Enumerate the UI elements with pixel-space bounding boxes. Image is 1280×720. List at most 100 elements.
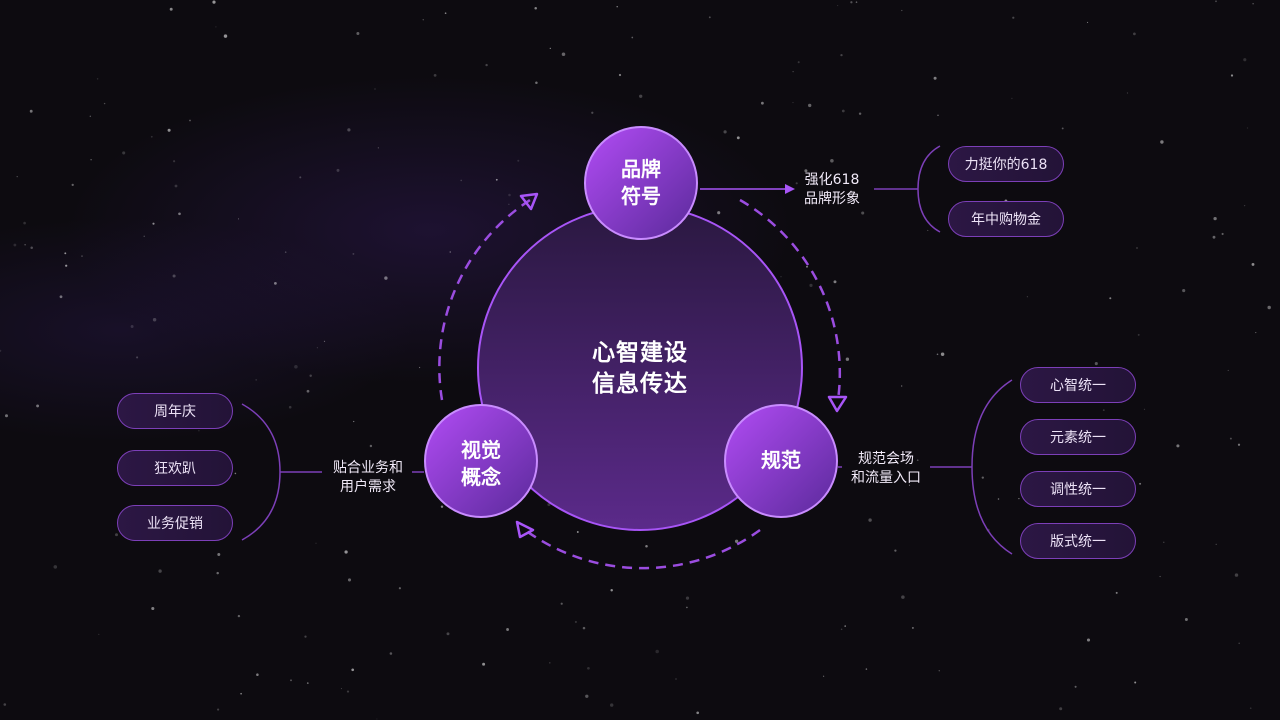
star-dot	[369, 444, 373, 448]
star-dot	[440, 505, 444, 508]
pill-left-1: 周年庆	[117, 393, 233, 429]
star-dot	[215, 26, 217, 28]
star-dot	[734, 539, 739, 543]
star-dot	[433, 74, 437, 77]
star-dot	[1139, 482, 1142, 485]
star-dot	[299, 176, 302, 179]
star-dot	[255, 378, 258, 381]
pill-right-2: 元素统一	[1020, 419, 1136, 455]
connector-right-line-2: 和流量入口	[851, 470, 921, 486]
star-dot	[549, 662, 551, 664]
star-dot	[1163, 541, 1165, 543]
star-dot	[1160, 140, 1164, 144]
connector-top-line-2: 品牌形象	[804, 191, 860, 207]
star-dot	[23, 221, 26, 225]
star-dot	[675, 678, 677, 680]
star-dot	[81, 255, 83, 257]
star-dot	[840, 628, 843, 631]
star-dot	[36, 404, 40, 408]
star-dot	[3, 703, 7, 706]
connector-right-text: 规范会场 和流量入口	[840, 450, 932, 488]
star-dot	[1087, 21, 1089, 23]
star-dot	[795, 182, 798, 185]
star-dot	[223, 34, 228, 38]
star-dot	[1011, 97, 1013, 100]
star-dot	[217, 708, 220, 711]
star-dot	[804, 169, 808, 173]
pill-left-2: 狂欢趴	[117, 450, 233, 486]
star-dot	[1134, 681, 1137, 684]
star-dot	[234, 472, 237, 475]
node-right-line-1: 规范	[761, 448, 801, 472]
pill-right-3: 调性统一	[1020, 471, 1136, 507]
star-dot	[353, 420, 355, 423]
star-dot	[449, 251, 451, 253]
star-dot	[508, 193, 511, 197]
node-top-line-2: 符号	[621, 184, 661, 208]
star-dot	[933, 76, 937, 80]
star-dot	[1137, 333, 1140, 336]
center-label: 心智建设 信息传达	[560, 338, 720, 400]
star-dot	[610, 589, 613, 592]
star-dot	[809, 283, 813, 287]
star-dot	[591, 111, 594, 114]
star-dot	[347, 578, 352, 582]
star-dot	[152, 222, 155, 225]
star-dot	[103, 102, 106, 105]
star-dot	[376, 718, 378, 720]
connector-left-text: 贴合业务和 用户需求	[322, 459, 414, 497]
star-dot	[792, 70, 794, 73]
star-dot	[797, 61, 800, 64]
star-dot	[1143, 408, 1146, 410]
star-dot	[806, 265, 808, 268]
cycle-arrow-top-to-right	[739, 198, 842, 401]
star-dot	[323, 340, 326, 343]
star-dot	[1182, 289, 1186, 293]
star-dot	[316, 347, 318, 349]
star-dot	[398, 587, 401, 590]
star-dot	[517, 159, 520, 162]
star-dot	[1094, 362, 1098, 366]
star-dot	[981, 476, 984, 479]
node-right-label: 规范	[741, 447, 821, 474]
star-dot	[940, 352, 945, 356]
star-dot	[1221, 232, 1224, 236]
star-dot	[894, 549, 897, 552]
pill-top-1: 力挺你的618	[948, 146, 1064, 182]
star-dot	[561, 52, 566, 57]
node-top-line-1: 品牌	[621, 157, 661, 181]
connector-left-line-2: 用户需求	[340, 479, 396, 495]
star-dot	[1234, 573, 1239, 577]
star-dot	[90, 159, 92, 161]
star-dot	[549, 47, 551, 50]
star-dot	[143, 235, 145, 237]
star-dot	[574, 620, 577, 624]
star-dot	[1136, 247, 1138, 249]
star-dot	[830, 159, 834, 163]
star-dot	[587, 666, 590, 670]
star-dot	[460, 179, 463, 182]
pill-top-2: 年中购物金	[948, 201, 1064, 237]
connector-left-line-1: 贴合业务和	[333, 460, 403, 476]
star-dot	[723, 130, 727, 134]
pill-left-3: 业务促销	[117, 505, 233, 541]
star-dot	[352, 252, 355, 255]
star-dot	[837, 5, 839, 7]
connector-top-line-1: 强化618	[804, 172, 860, 188]
star-dot	[927, 229, 929, 231]
star-dot	[24, 244, 26, 246]
star-dot	[616, 5, 618, 8]
star-dot	[446, 632, 450, 636]
star-dot	[1267, 305, 1271, 310]
star-dot	[122, 151, 126, 155]
star-dot	[173, 160, 176, 163]
star-dot	[172, 274, 176, 278]
star-dot	[858, 112, 862, 115]
star-dot	[916, 459, 919, 462]
star-dot	[340, 688, 342, 690]
star-dot	[936, 353, 939, 356]
star-dot	[237, 218, 240, 220]
star-dot	[315, 542, 317, 544]
star-dot	[217, 553, 221, 556]
star-dot	[547, 503, 551, 507]
